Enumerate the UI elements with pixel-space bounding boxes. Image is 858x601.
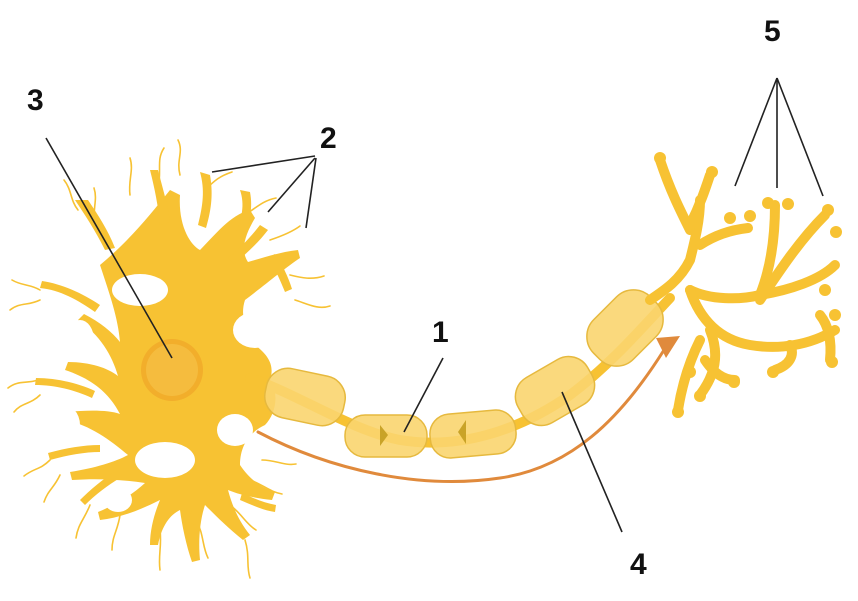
leader-line-3 — [45, 137, 173, 359]
leader-line-4 — [561, 391, 623, 533]
leader-line-2b — [267, 157, 316, 213]
myelin-sheath — [264, 289, 664, 459]
label-myelin-sheath: 4 — [630, 548, 647, 581]
label-nucleus: 3 — [27, 84, 44, 117]
nodes-of-ranvier — [380, 420, 466, 446]
axon-terminal-bulbs — [654, 152, 842, 418]
leader-line-1 — [403, 357, 444, 433]
signal-direction-arrow — [256, 336, 680, 483]
label-dendrites: 2 — [320, 122, 337, 155]
label-axon: 1 — [432, 316, 449, 349]
label-axon-terminals: 5 — [764, 15, 781, 48]
leader-line-5a — [734, 77, 778, 187]
leader-lines — [45, 77, 824, 533]
leader-line-2c — [305, 157, 317, 229]
axon-terminal-branches — [645, 155, 840, 415]
leader-line-2a — [211, 155, 316, 173]
leader-line-5c — [776, 77, 824, 197]
nucleus — [141, 339, 203, 401]
soma-gaps — [40, 274, 277, 512]
